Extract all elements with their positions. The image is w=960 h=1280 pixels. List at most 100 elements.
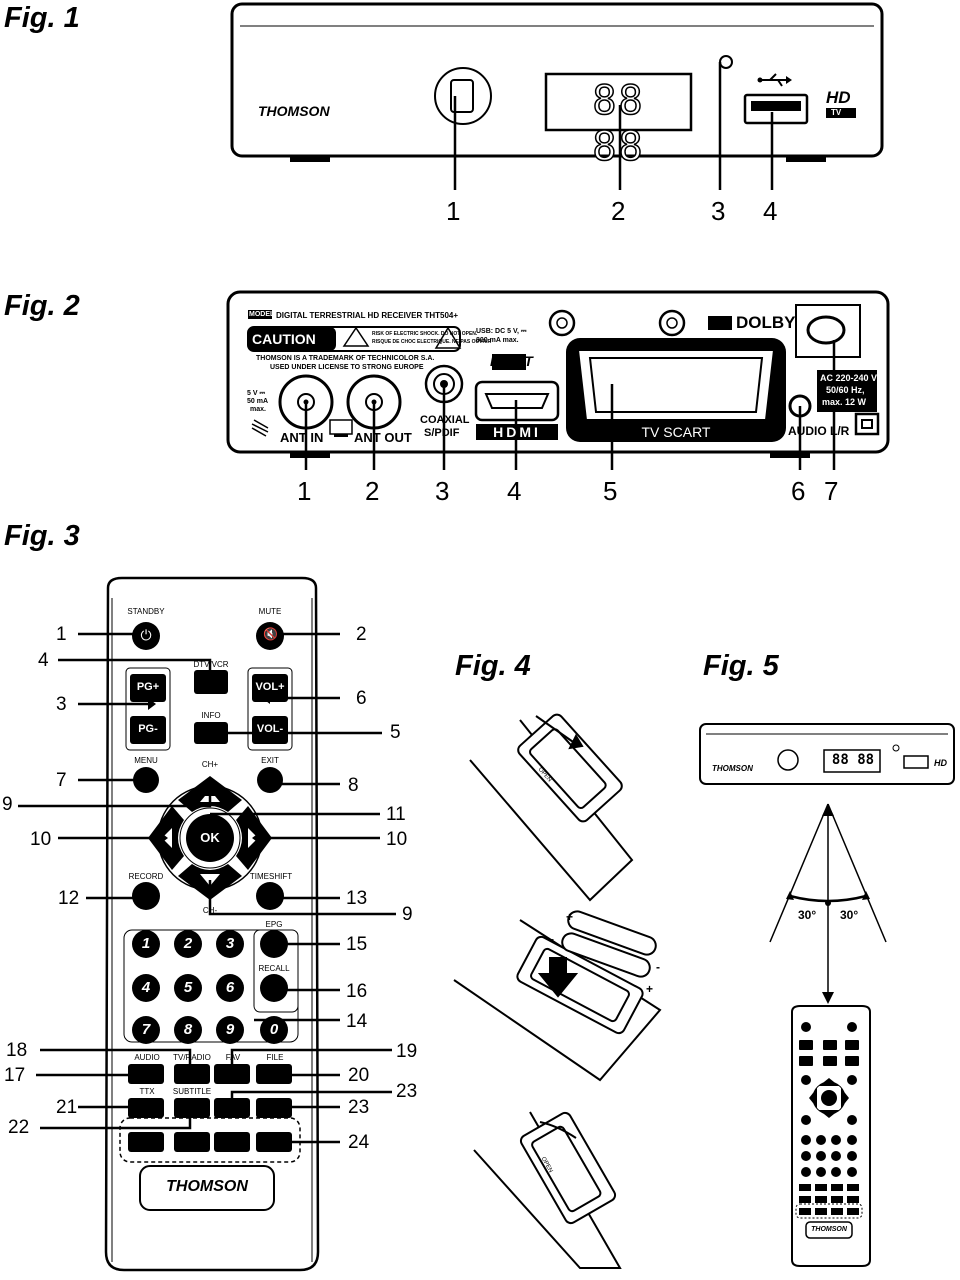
angle-right-label: 30°	[840, 908, 859, 922]
file-label: FILE	[266, 1053, 284, 1062]
tvradio-label: TV/RADIO	[173, 1053, 211, 1062]
fig1-title: Fig. 1	[4, 2, 80, 34]
digit-key-6: 6	[225, 979, 235, 996]
tv-scart-label: TV SCART	[641, 424, 711, 440]
ant-power-line3: max.	[250, 406, 266, 413]
ok-key: OK	[200, 830, 220, 845]
remote-callout-13: 13	[346, 888, 368, 909]
remote-callout-1: 1	[56, 624, 67, 645]
exit-label: EXIT	[261, 756, 279, 765]
front-callout-4: 4	[763, 196, 778, 226]
hd-logo: HD	[826, 88, 851, 107]
ttx-label: TTX	[139, 1087, 155, 1096]
remote-callout-19: 19	[396, 1041, 418, 1062]
remote-callout-3: 3	[56, 694, 67, 715]
menu-label: MENU	[134, 756, 158, 765]
coaxial-label: COAXIAL	[420, 414, 470, 426]
front-led-display: 88 88	[592, 77, 645, 171]
remote-callout-5: 5	[390, 722, 401, 743]
remote-callout-23b: 23	[348, 1097, 370, 1118]
front-callout-1: 1	[446, 196, 461, 226]
pg-plus-key: PG+	[136, 681, 160, 693]
epg-label: EPG	[265, 920, 283, 929]
model-tag: MODEL	[249, 311, 275, 318]
remote-callout-22: 22	[8, 1117, 30, 1138]
fig5-remote-brand: THOMSON	[811, 1226, 847, 1233]
record-label: RECORD	[128, 872, 164, 881]
remote-callout-14: 14	[346, 1011, 368, 1032]
fig5-led-display: 88 88	[831, 752, 875, 768]
digit-key-7: 7	[141, 1021, 151, 1038]
rear-panel-drawing	[226, 290, 890, 470]
remote-callout-6: 6	[356, 688, 367, 709]
remote-callout-15: 15	[346, 934, 368, 955]
vol-plus-key: VOL+	[255, 681, 285, 693]
mute-icon: 🔇	[263, 627, 278, 641]
fig4-title: Fig. 4	[455, 650, 531, 682]
remote-callout-12: 12	[58, 888, 80, 909]
pg-minus-key: PG-	[138, 723, 158, 735]
ac-rating-line1: AC 220-240 V~	[820, 373, 883, 383]
dolby-logo: DOLBY	[736, 313, 796, 332]
battery-minus-1: -	[550, 932, 554, 946]
ch-plus-label: CH+	[201, 760, 219, 769]
remote-callout-7: 7	[56, 770, 67, 791]
front-callout-3: 3	[711, 196, 726, 226]
audio-lr-label: AUDIO L/R	[788, 424, 850, 438]
remote-callout-21: 21	[56, 1097, 78, 1118]
battery-plus-1: +	[566, 910, 574, 924]
trademark-line2: USED UNDER LICENSE TO STRONG EUROPE	[270, 364, 424, 371]
remote-callout-4: 4	[38, 650, 49, 671]
model-text: DIGITAL TERRESTRIAL HD RECEIVER THT504+	[276, 311, 459, 320]
hdmi-label: HDMI	[493, 424, 541, 440]
remote-callout-16: 16	[346, 981, 368, 1002]
fig2-title: Fig. 2	[4, 290, 80, 322]
remote-callout-18: 18	[6, 1040, 28, 1061]
spdif-label: S/PDIF	[424, 427, 460, 439]
standby-label: STANDBY	[127, 607, 165, 616]
digit-key-3: 3	[225, 935, 235, 952]
digit-key-1: 1	[141, 935, 151, 952]
audio-label: AUDIO	[134, 1053, 160, 1062]
fig3-title: Fig. 3	[4, 520, 80, 552]
remote-callout-20: 20	[348, 1065, 370, 1086]
ac-rating-line3: max. 12 W	[822, 397, 867, 407]
fig5-hd-logo: HD	[934, 758, 947, 768]
dvbt-logo: DVB-T	[490, 353, 533, 369]
caution-label: CAUTION	[252, 331, 316, 347]
rear-callout-5: 5	[603, 476, 618, 506]
trademark-line1: THOMSON IS A TRADEMARK OF TECHNICOLOR S.…	[256, 355, 435, 362]
fig5-title: Fig. 5	[703, 650, 779, 682]
remote-callout-10b: 10	[386, 829, 408, 850]
ant-power-line1: 5 V ⎓	[247, 390, 266, 397]
ant-power-line2: 50 mA	[247, 398, 269, 405]
ant-out-label: ANT OUT	[354, 430, 412, 445]
digit-key-4: 4	[141, 979, 151, 996]
fav-label: FAV	[225, 1053, 241, 1062]
info-label: INFO	[201, 711, 221, 720]
digit-key-2: 2	[183, 935, 193, 952]
ant-in-label: ANT IN	[280, 430, 324, 445]
rear-callout-3: 3	[435, 476, 450, 506]
power-icon: ⏻	[140, 627, 152, 643]
rear-callout-6: 6	[791, 476, 806, 506]
remote-callout-9a: 9	[2, 794, 13, 815]
remote-callout-9b: 9	[402, 904, 413, 925]
angle-left-label: 30°	[798, 908, 817, 922]
remote-callout-17: 17	[4, 1065, 26, 1086]
digit-key-8: 8	[183, 1021, 193, 1038]
digit-key-5: 5	[183, 979, 193, 996]
rear-callout-7: 7	[824, 476, 839, 506]
usb-rating-line2: 800 mA max.	[476, 337, 519, 344]
vol-minus-key: VOL-	[256, 723, 284, 735]
usb-rating-line1: USB: DC 5 V, ⎓	[476, 328, 527, 335]
risk-fr-text: RISQUE DE CHOC ELECTRIQUE. NE PAS OUVRIR	[372, 339, 492, 345]
front-callout-2: 2	[611, 196, 626, 226]
timeshift-label: TIMESHIFT	[249, 872, 293, 881]
remote-callout-11: 11	[386, 804, 406, 825]
remote-callout-2: 2	[356, 624, 367, 645]
risk-en-text: RISK OF ELECTRIC SHOCK. DO NOT OPEN.	[372, 331, 478, 337]
